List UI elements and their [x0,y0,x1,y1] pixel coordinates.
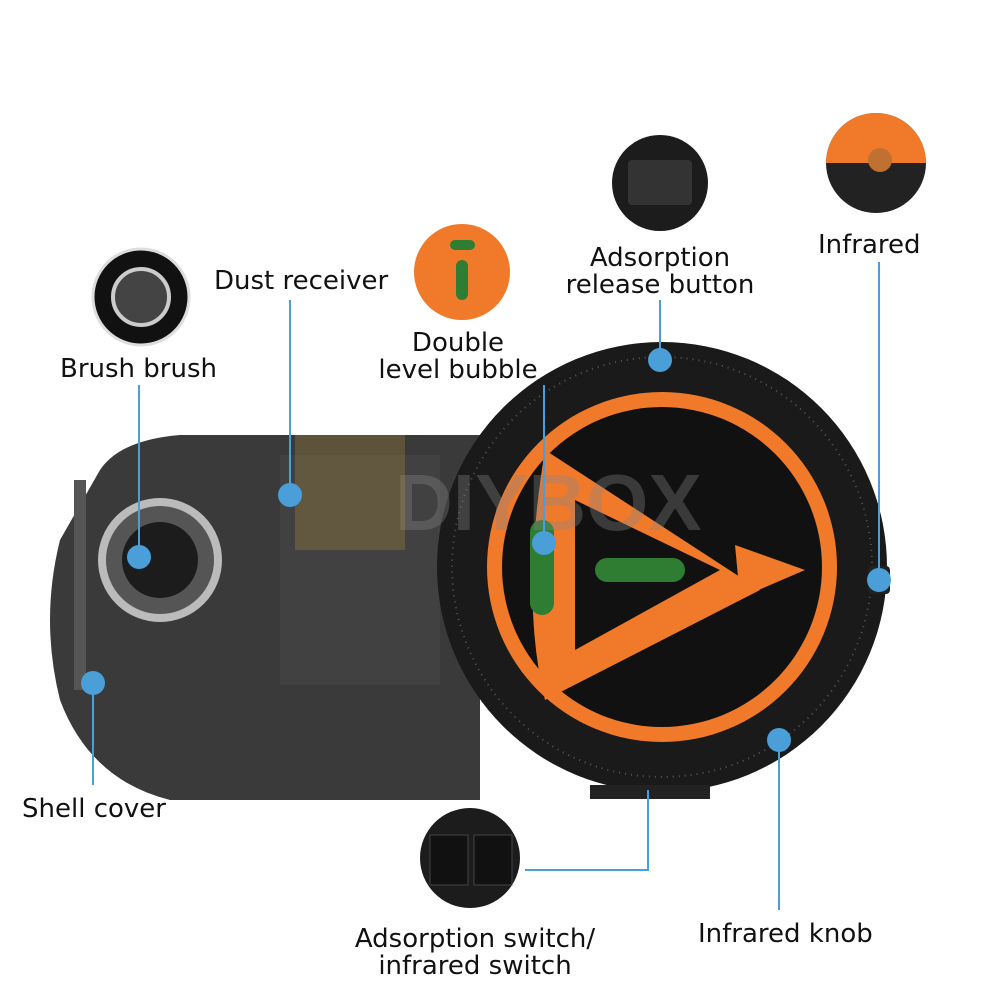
inset-brush [91,247,191,347]
horizontal-bubble-vial [595,558,685,582]
label-line: Double [411,328,505,358]
inset-level-bubble [414,224,510,320]
pointer-triangle [735,545,805,598]
label-line: infrared switch [378,951,572,981]
label-line: release button [565,270,755,300]
callout-lines [92,262,880,910]
inset-infrared [826,113,926,213]
label-shell-cover: Shell cover [22,794,166,824]
switch-housing [590,785,710,799]
label-adsorption-switch: Adsorption switch/ infrared switch [340,926,610,980]
inset-switches [420,808,520,908]
label-infrared: Infrared [818,230,921,260]
label-brush: Brush brush [60,354,217,384]
label-adsorption-release-button: Adsorption release button [560,245,760,299]
label-double-level-bubble: Double level bubble [372,330,544,384]
callout-dots [81,348,891,752]
inset-release-button [612,135,708,231]
watermark-logo [295,435,405,550]
label-line: Adsorption [589,243,731,273]
label-infrared-knob: Infrared knob [698,919,873,949]
label-dust-receiver: Dust receiver [214,266,389,296]
brush-hole [122,522,198,598]
dust-receiver-window [280,455,440,685]
label-line: Adsorption switch/ [354,924,596,954]
label-line: level bubble [378,355,538,385]
